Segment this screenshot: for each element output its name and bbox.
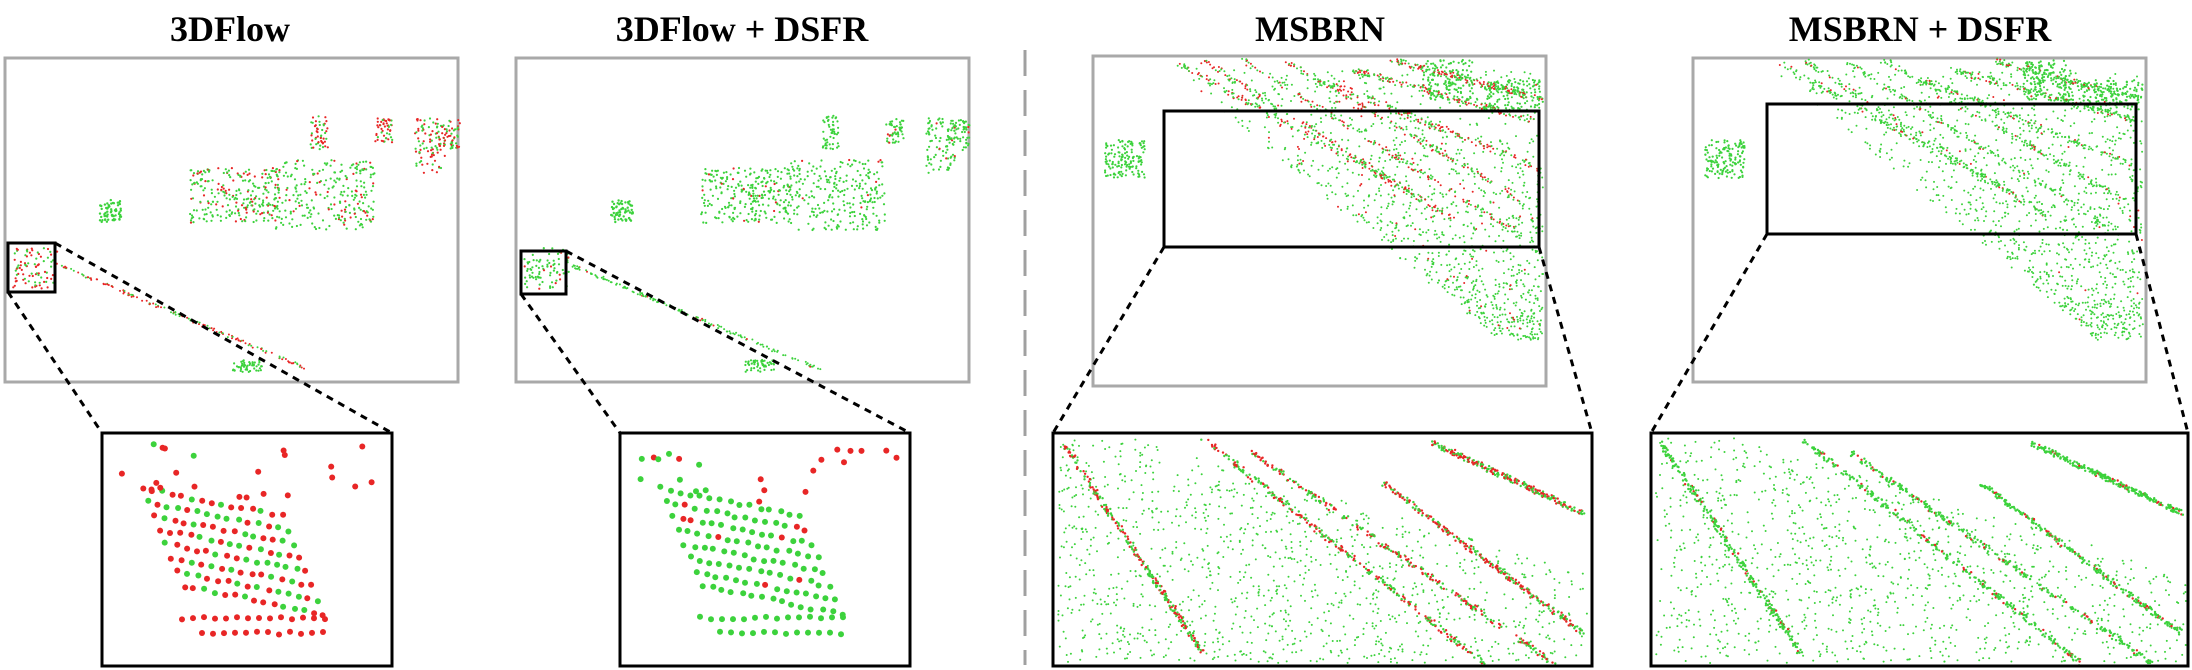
zoom-region-msbrn-dsfr [1765, 102, 2138, 236]
panel-title-msbrn: MSBRN [1254, 9, 1386, 49]
scene-frame-msbrn [1091, 54, 1548, 388]
panel-title-3dflow: 3DFlow [170, 9, 290, 49]
scene-frame-msbrn-dsfr [1691, 56, 2148, 384]
scene-frame-3dflow-dsfr [514, 56, 971, 384]
zoom-box-msbrn-dsfr [1649, 431, 2190, 668]
zoom-connectors [6, 233, 2190, 435]
zoom-region-3dflow [6, 241, 57, 294]
zoom-region-3dflow-dsfr [519, 249, 568, 296]
panel-title-msbrn-dsfr: MSBRN + DSFR [1788, 9, 2052, 49]
zoom-box-3dflow-dsfr [618, 431, 912, 668]
point-clouds [12, 57, 2187, 667]
scene-frame-3dflow [3, 56, 460, 384]
zoom-region-msbrn [1162, 109, 1541, 249]
zoom-box-msbrn [1051, 431, 1594, 668]
panel-title-3dflow-dsfr: 3DFlow + DSFR [615, 9, 869, 49]
zoom-box-3dflow [100, 431, 394, 668]
